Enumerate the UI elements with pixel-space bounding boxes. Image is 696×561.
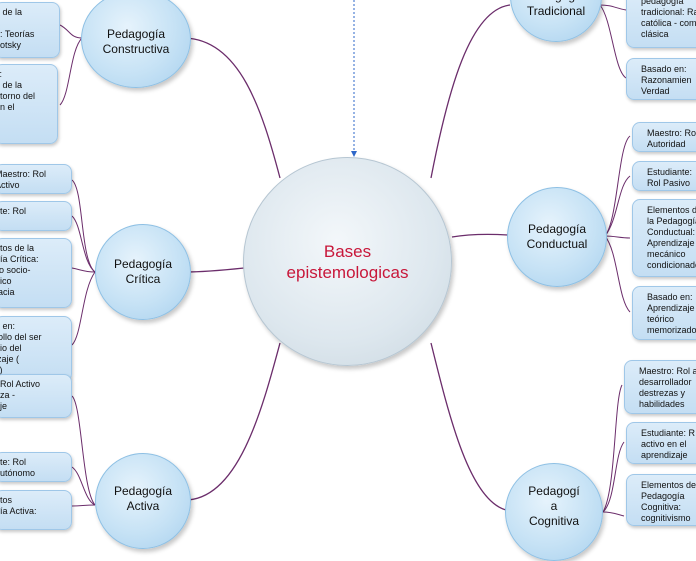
branch-label: Pedagogía Activa [113, 484, 173, 513]
sublink [604, 235, 631, 239]
link-conductual [451, 233, 509, 238]
sublink [71, 466, 96, 506]
branch-label: Pedagogía Crítica [113, 257, 173, 286]
link-critica [184, 267, 245, 273]
sublink [71, 215, 96, 273]
branch-pedagogia-critica[interactable]: Pedagogía Crítica [95, 224, 191, 320]
note-activa-elements[interactable]: ntos gía Activa: [0, 490, 72, 530]
branch-pedagogia-conductual[interactable]: Pedagogía Conductual [507, 187, 607, 287]
branch-pedagogia-constructiva[interactable]: Pedagogía Constructiva [81, 0, 191, 88]
note-conductual-basis[interactable]: Basado en: Aprendizaje teórico memorizad… [632, 286, 696, 340]
sublink [604, 135, 631, 237]
note-constructiva-elements[interactable]: e de la a a: Teorías gotsky [0, 2, 60, 58]
sublink [602, 511, 625, 517]
central-topic-node[interactable]: Bases epistemologicas [243, 157, 452, 366]
sublink [71, 267, 96, 273]
note-critica-elements[interactable]: ntos de la gía Crítica: llo socio- nico … [0, 238, 72, 308]
branch-pedagogia-cognitiva[interactable]: Pedagogí a Cognitiva [505, 463, 603, 561]
branch-pedagogia-activa[interactable]: Pedagogía Activa [95, 453, 191, 549]
sublink [602, 441, 625, 513]
dotted-connector-arrow [351, 151, 357, 157]
sublink [604, 175, 631, 237]
sublink [599, 4, 627, 11]
sublink [604, 235, 631, 313]
note-critica-basis[interactable]: o en: rollo del ser dio del izaje ( s) [0, 316, 72, 382]
sublink [59, 24, 83, 39]
link-constructiva [184, 37, 281, 179]
central-topic-label: Bases epistemologicas [286, 241, 409, 282]
note-conductual-student[interactable]: Estudiante: Rol Pasivo [632, 161, 696, 191]
branch-label: Pedagogí a Cognitiva [528, 483, 580, 528]
sublink [71, 179, 96, 273]
link-activa [184, 342, 281, 501]
note-activa-teacher[interactable]: : Rol Activo nza - aje [0, 374, 72, 418]
note-conductual-elements[interactable]: Elementos d la Pedagogía Conductual: Apr… [632, 199, 696, 277]
sublink [599, 4, 627, 79]
sublink [71, 271, 96, 346]
note-cognitiva-teacher[interactable]: Maestro: Rol a desarrollador destrezas y… [624, 360, 696, 414]
link-cognitiva [430, 342, 507, 511]
sublink [59, 37, 83, 106]
sublink [602, 384, 623, 513]
note-activa-student[interactable]: nte: Rol autónomo [0, 452, 72, 482]
note-tradicional-elements[interactable]: pedagogía tradicional: Ra católica - com… [626, 0, 696, 48]
note-constructiva-basis[interactable]: s: n de la ntorno del en el e [0, 64, 58, 144]
note-tradicional-basis[interactable]: Basado en: Razonamien Verdad [626, 58, 696, 100]
branch-label: Pedagogía Conductual [526, 222, 588, 251]
branch-label: Pedagogía Tradicional [526, 0, 586, 18]
branch-label: Pedagogía Constructiva [102, 27, 170, 56]
connector-lines [59, 0, 631, 517]
note-cognitiva-student[interactable]: Estudiante: R activo en el aprendizaje [626, 422, 696, 464]
note-critica-student[interactable]: nte: Rol [0, 201, 72, 231]
link-tradicional [430, 4, 511, 179]
sublink [71, 395, 96, 506]
note-critica-teacher[interactable]: Maestro: Rol Activo [0, 164, 72, 194]
note-cognitiva-elements[interactable]: Elementos de Pedagogía Cognitiva: cognit… [626, 474, 696, 526]
note-conductual-teacher[interactable]: Maestro: Ro Autoridad [632, 122, 696, 152]
sublink [71, 504, 96, 507]
